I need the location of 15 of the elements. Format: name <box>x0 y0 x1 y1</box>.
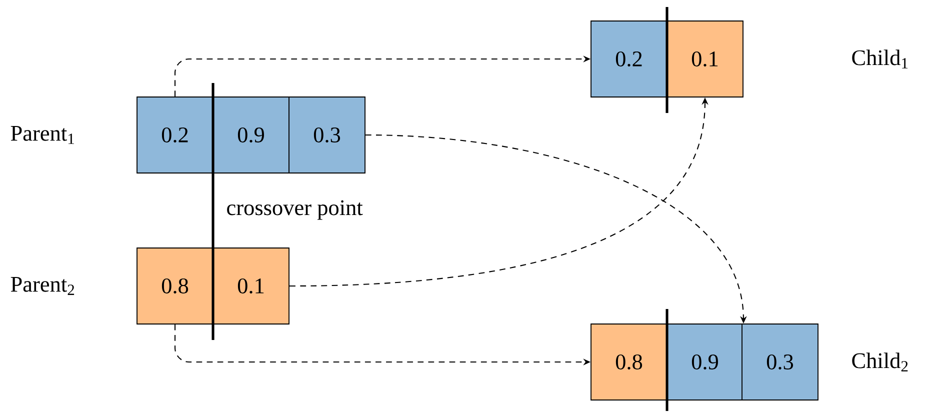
gene-cell: 0.3 <box>288 96 366 174</box>
gene-cell: 0.1 <box>212 248 290 324</box>
chromosome-label: Parent$_{2}$ <box>10 277 74 295</box>
crossover-label: crossover point <box>227 200 363 220</box>
chromosome-label: Child$_{1}$ <box>852 50 908 68</box>
chromosome-label: Parent$_{1}$ <box>10 126 74 144</box>
gene-cell: 0.8 <box>136 248 214 324</box>
gene-cell: 0.3 <box>742 324 818 400</box>
gene-cell: 0.9 <box>212 96 290 174</box>
gene-cell: 0.1 <box>666 20 744 98</box>
gene-cell: 0.8 <box>590 324 668 400</box>
gene-cell: 0.2 <box>590 20 668 98</box>
chromosome-label: Child$_{2}$ <box>852 352 908 372</box>
gene-cell: 0.2 <box>136 96 214 174</box>
gene-cell: 0.9 <box>666 324 744 400</box>
